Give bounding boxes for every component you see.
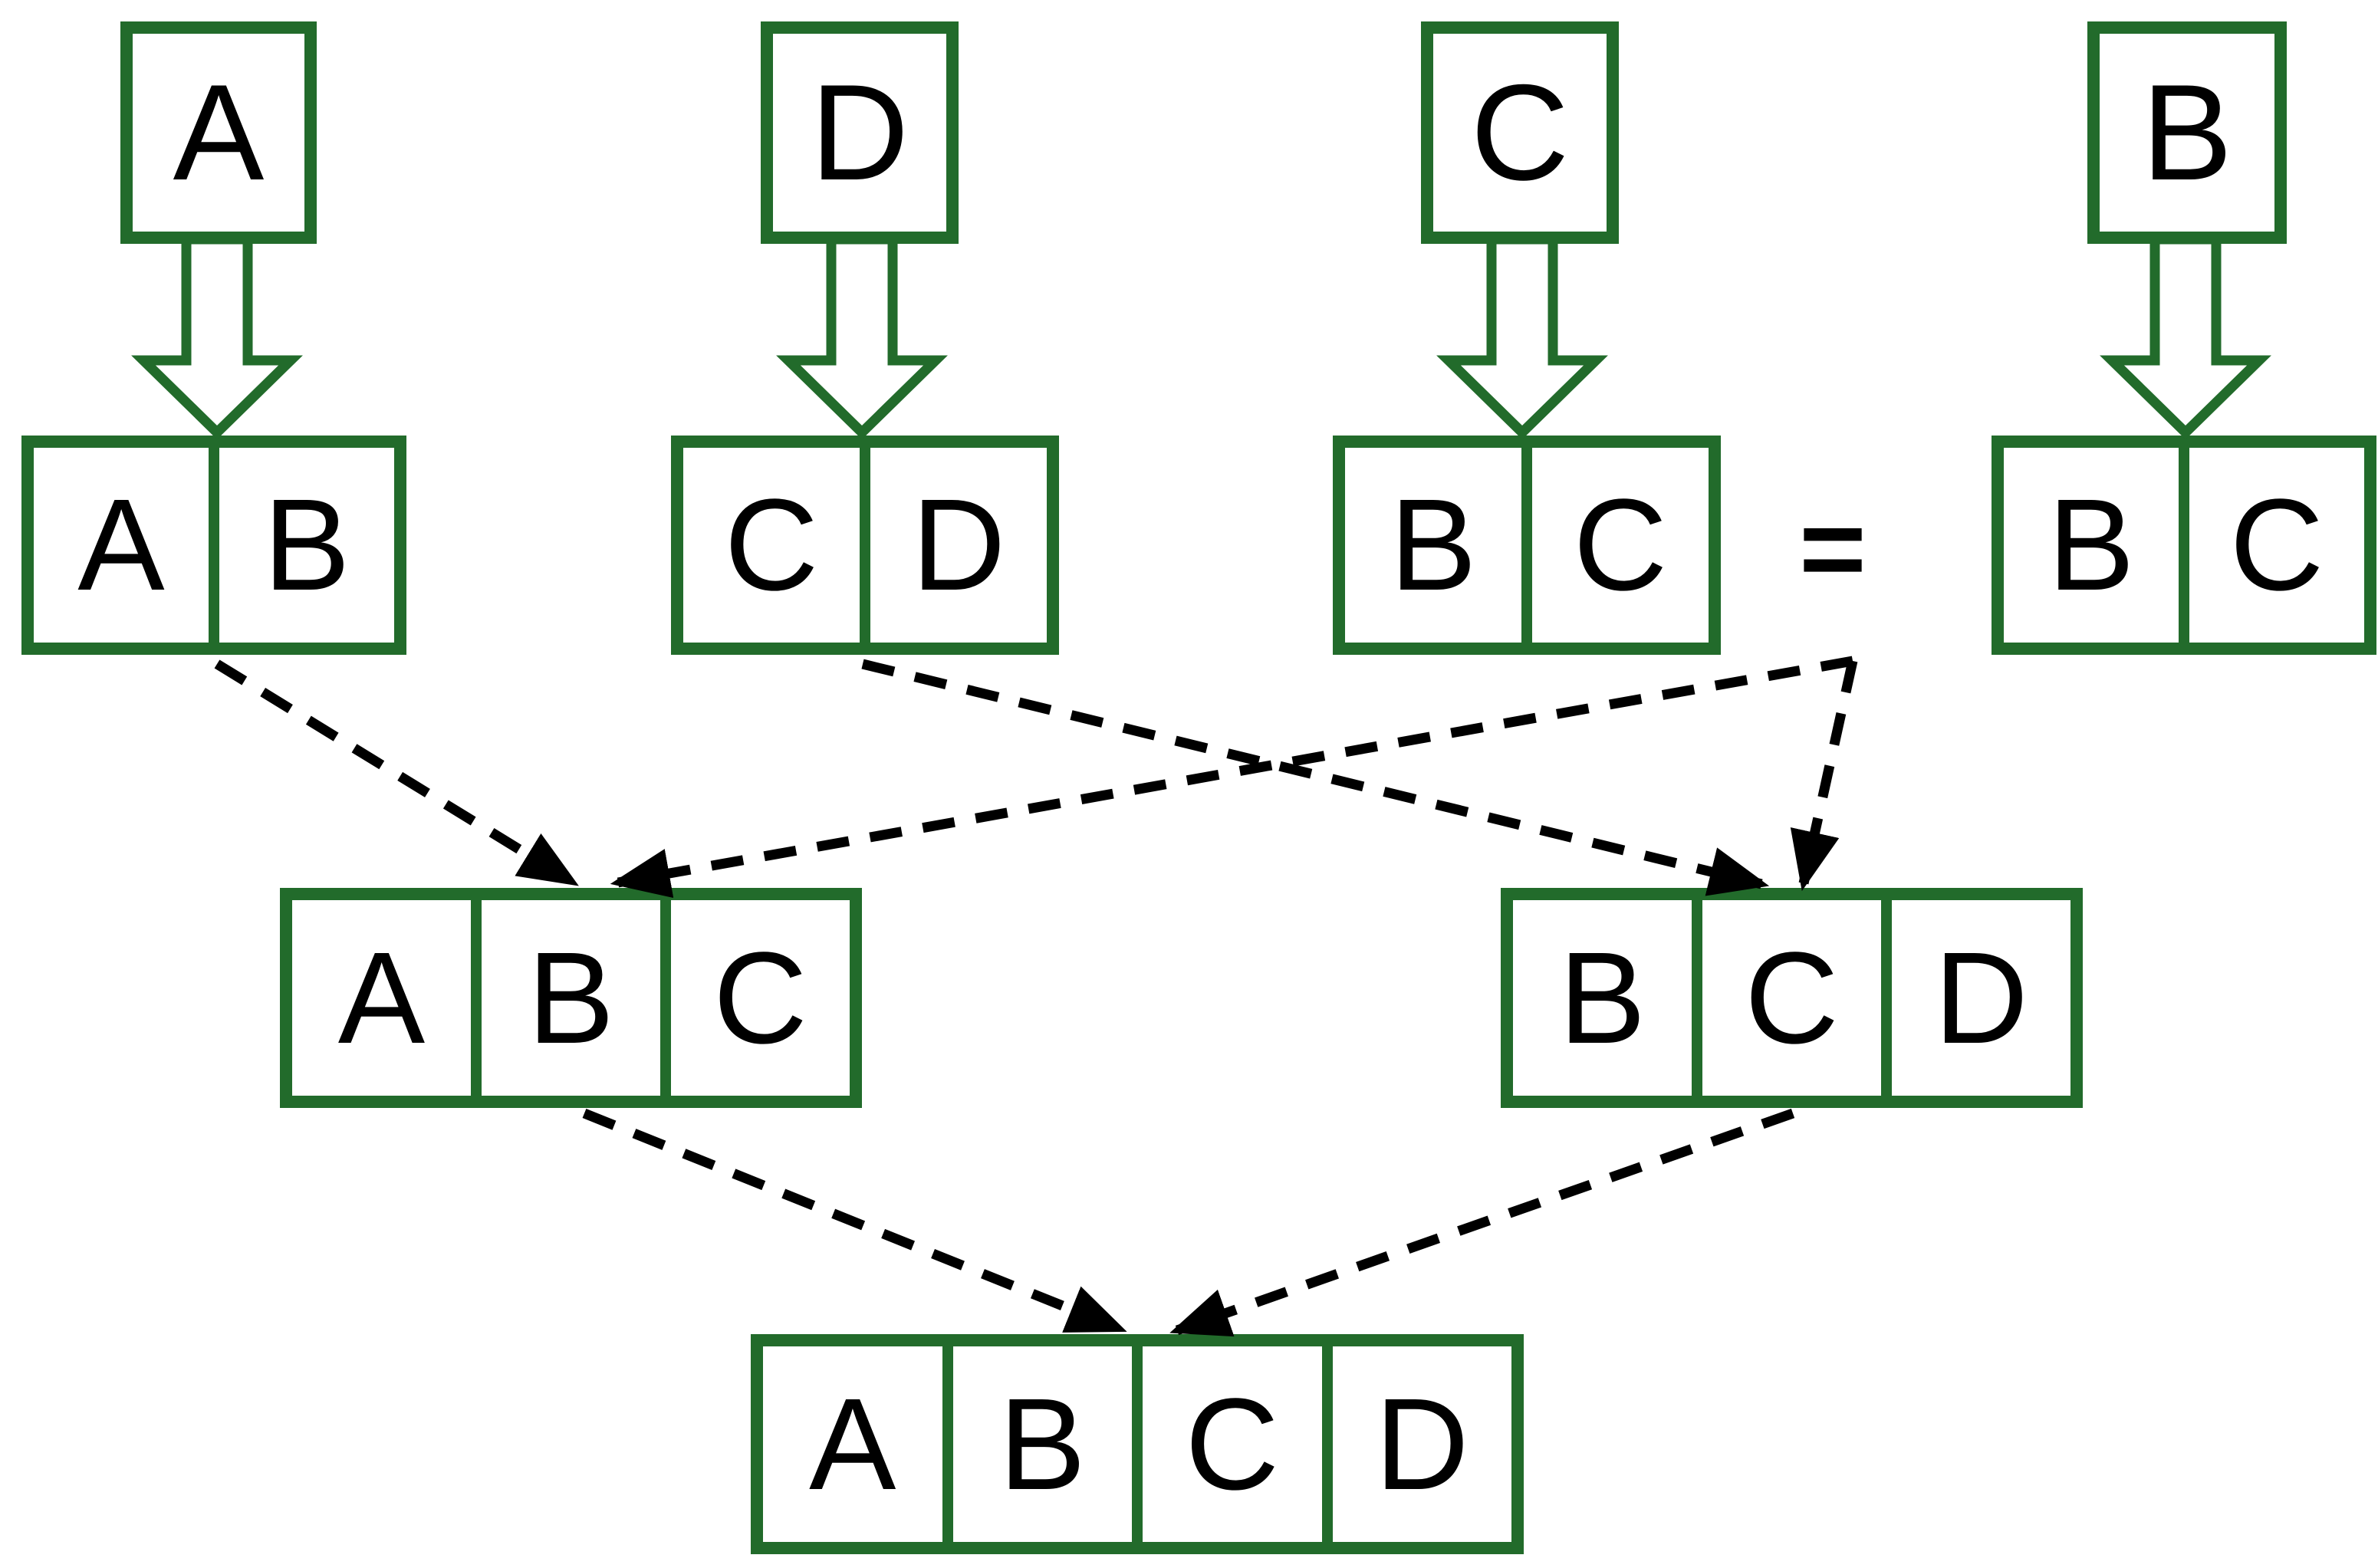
run-ab: A B	[21, 436, 406, 655]
run-bc-left: B C	[1333, 436, 1721, 655]
run-cd-cell-d: D	[860, 448, 1047, 643]
box-c-label: C	[1470, 56, 1570, 209]
run-abcd-cell-d: D	[1321, 1346, 1512, 1542]
run-bc-right-cell-b: B	[2047, 472, 2135, 618]
run-bc-right: B C	[1992, 436, 2376, 655]
box-b: B	[2087, 21, 2287, 244]
run-abc-cell-a: A	[337, 925, 426, 1071]
box-c: C	[1421, 21, 1619, 244]
run-bcd-cell-c: C	[1692, 900, 1881, 1096]
merge-arrow-bc-to-abc	[610, 656, 1854, 899]
run-abc: A B C	[280, 888, 862, 1108]
box-a-label: A	[173, 56, 265, 209]
run-abcd: A B C D	[751, 1334, 1524, 1554]
run-bcd-cell-d: D	[1881, 900, 2070, 1096]
run-abc-cell-b: B	[471, 900, 660, 1096]
block-arrow-down-icon	[1436, 234, 1608, 440]
box-d-label: D	[810, 56, 909, 209]
equals-sign: =	[1799, 483, 1867, 613]
run-abcd-cell-c: C	[1132, 1346, 1322, 1542]
box-b-label: B	[2141, 56, 2233, 209]
merge-arrow-bcd-to-abcd	[1169, 1108, 1795, 1337]
merge-arrow-ab-to-abc	[214, 659, 579, 886]
block-arrow-down-icon	[131, 234, 303, 440]
run-bc-right-cell-c: C	[2179, 448, 2364, 643]
merge-arrow-abc-to-abcd	[582, 1108, 1127, 1334]
merge-arrow-bc-to-bcd	[1790, 659, 1858, 892]
run-abc-cell-c: C	[660, 900, 850, 1096]
run-bc-left-cell-c: C	[1521, 448, 1709, 643]
run-ab-cell-a: A	[77, 472, 165, 618]
run-abcd-cell-a: A	[809, 1371, 896, 1517]
box-a: A	[120, 21, 317, 244]
merge-arrow-cd-to-bcd	[861, 659, 1770, 896]
run-bc-left-cell-b: B	[1390, 472, 1477, 618]
block-arrow-down-icon	[776, 234, 948, 440]
run-bcd-cell-b: B	[1558, 925, 1646, 1071]
run-bcd: B C D	[1501, 888, 2083, 1108]
box-d: D	[761, 21, 959, 244]
run-abcd-cell-b: B	[942, 1346, 1133, 1542]
run-ab-cell-b: B	[209, 448, 394, 643]
run-cd: C D	[671, 436, 1059, 655]
run-cd-cell-c: C	[724, 472, 819, 618]
block-arrow-down-icon	[2100, 234, 2271, 440]
